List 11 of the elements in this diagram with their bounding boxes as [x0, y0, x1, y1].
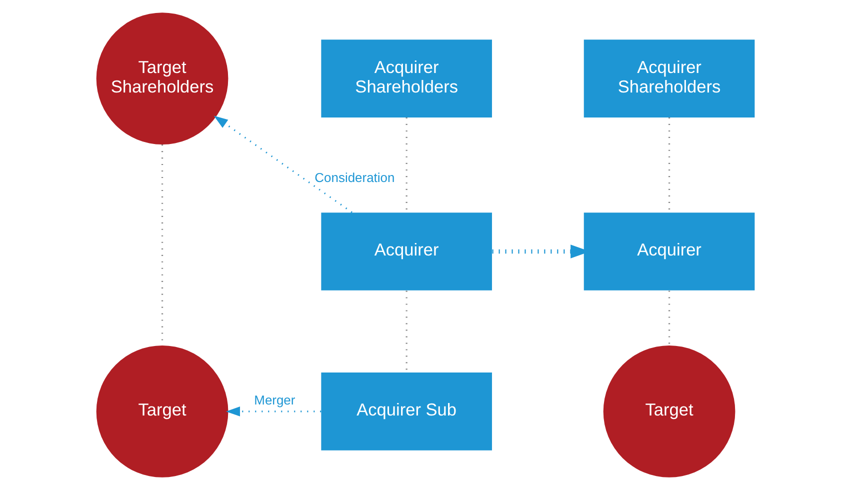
- node-box: Acquirer: [584, 212, 755, 290]
- arrow: [226, 406, 322, 416]
- node-box: Acquirer Sub: [321, 372, 492, 450]
- node-box: Acquirer Shareholders: [584, 40, 755, 118]
- node-box: Acquirer Shareholders: [321, 40, 492, 118]
- node-box: Acquirer: [321, 212, 492, 290]
- edge-label: Merger: [254, 392, 296, 408]
- edge-label: Consideration: [314, 170, 395, 185]
- arrow: [214, 116, 352, 214]
- node-circle: Target: [603, 346, 736, 478]
- node-circle: Target: [96, 346, 228, 478]
